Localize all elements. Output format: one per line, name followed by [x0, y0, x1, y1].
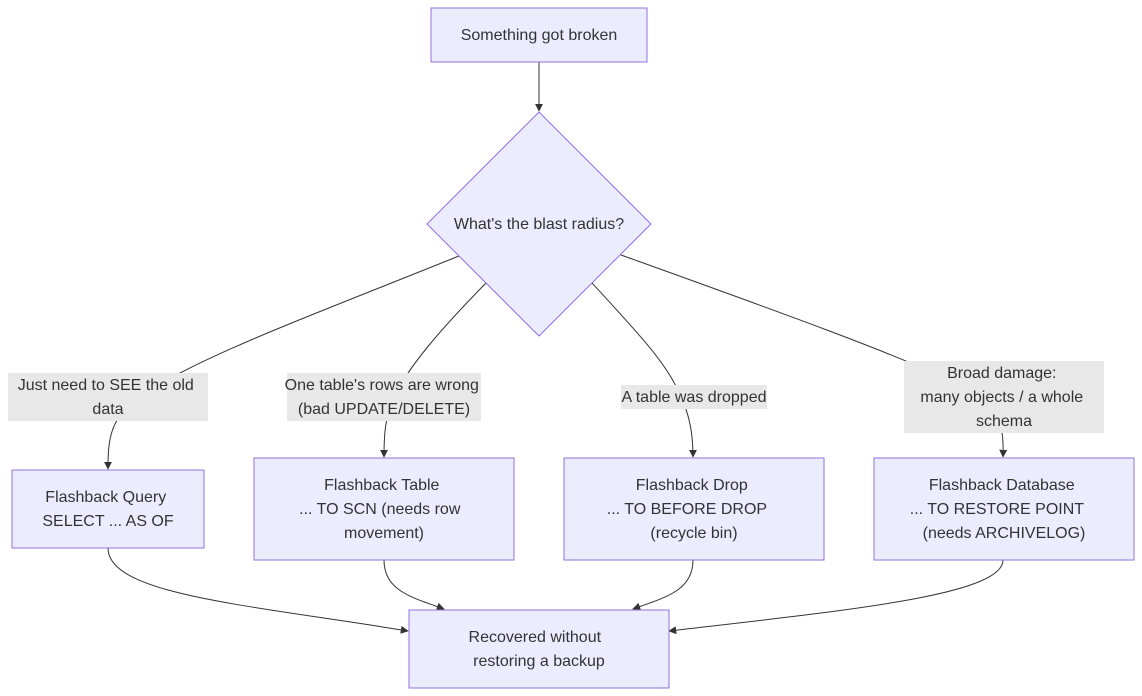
node-start-line-1: Something got broken [461, 27, 618, 44]
svg-text:One table's rows are wrong: One table's rows are wrong (bad UPDATE/D… [285, 377, 484, 418]
node-flashback-database-line-2: ... TO RESTORE POINT [910, 501, 1084, 518]
node-flashback-table: Flashback Table ... TO SCN (needs row mo… [253, 457, 515, 561]
node-flashback-database-box [873, 457, 1135, 561]
node-flashback-database-line-3: (needs ARCHIVELOG) [923, 525, 1086, 542]
edge-label-database-line-1: Broad damage: [947, 365, 1056, 382]
edge-label-database: Broad damage: many objects / a whole sch… [904, 361, 1104, 433]
edge-label-query-line-2: data [92, 401, 123, 418]
svg-text:A table was dropped: A table was dropped [622, 389, 767, 406]
node-flashback-table-line-1: Flashback Table [324, 477, 439, 494]
svg-text:Flashback Drop ... TO BE: Flashback Drop ... TO BEFORE DROP (recyc… [607, 477, 772, 542]
node-decision: What's the blast radius? [426, 111, 652, 337]
node-start-box [430, 7, 648, 63]
node-recovered: Recovered without restoring a backup [408, 609, 670, 689]
edge-decision-to-drop [591, 282, 697, 458]
edge-label-table: One table's rows are wrong (bad UPDATE/D… [285, 373, 484, 421]
edge-label-drop-line-1: A table was dropped [622, 389, 767, 406]
edge-label-table-bg [287, 373, 481, 421]
node-decision-diamond [426, 111, 652, 337]
svg-text:Flashback Query SELECT .: Flashback Query SELECT ... AS OF [42, 489, 174, 530]
node-recovered-line-2: restoring a backup [473, 653, 605, 670]
edge-label-database-line-3: schema [976, 413, 1032, 430]
node-flashback-table-box [253, 457, 515, 561]
svg-text:Recovered without restor: Recovered without restoring a backup [469, 629, 606, 670]
node-start: Something got broken [430, 7, 648, 63]
edge-decision-to-table [380, 282, 487, 458]
node-recovered-box [408, 609, 670, 689]
node-flashback-drop-box [563, 457, 825, 561]
edge-label-drop: A table was dropped [621, 385, 767, 409]
node-flashback-table-line-2: ... TO SCN (needs row [299, 501, 461, 518]
svg-text:What's the blast radius?: What's the blast radius? [454, 216, 624, 233]
node-flashback-drop: Flashback Drop ... TO BEFORE DROP (recyc… [563, 457, 825, 561]
edge-label-database-line-2: many objects / a whole [920, 389, 1083, 406]
edge-label-database-bg [904, 361, 1104, 433]
edge-label-query-bg [8, 373, 208, 421]
node-flashback-query-line-1: Flashback Query [45, 489, 166, 506]
edge-database-to-end [668, 559, 1004, 635]
node-flashback-drop-line-2: ... TO BEFORE DROP [607, 501, 767, 518]
edge-table-to-end [383, 559, 445, 611]
node-recovered-line-1: Recovered without [469, 629, 602, 646]
edge-label-query: Just need to SEE the old data [8, 373, 208, 421]
node-flashback-query-box [11, 469, 205, 549]
edge-query-to-end [107, 547, 409, 634]
node-flashback-drop-line-1: Flashback Drop [636, 477, 748, 494]
svg-text:Something got broken: Something got broken [461, 27, 618, 44]
node-flashback-database-line-1: Flashback Database [929, 477, 1075, 494]
node-flashback-table-line-3: movement) [344, 525, 424, 542]
node-flashback-query: Flashback Query SELECT ... AS OF [11, 469, 205, 549]
edge-label-table-line-1: One table's rows are wrong [285, 377, 479, 394]
node-flashback-database: Flashback Database ... TO RESTORE POINT … [873, 457, 1135, 561]
node-flashback-drop-line-3: (recycle bin) [650, 525, 737, 542]
edge-drop-to-end [632, 559, 694, 611]
node-flashback-query-line-2: SELECT ... AS OF [42, 513, 174, 530]
svg-text:Flashback Table ... TO S: Flashback Table ... TO SCN (needs row mo… [299, 477, 465, 542]
edge-decision-to-query [104, 255, 460, 470]
svg-text:Broad damage: many objec: Broad damage: many objects / a whole sch… [920, 365, 1087, 430]
edge-label-table-line-2: (bad UPDATE/DELETE) [298, 401, 470, 418]
edge-label-query-line-1: Just need to SEE the old [18, 377, 194, 394]
svg-text:Just need to SEE the old: Just need to SEE the old data [18, 377, 199, 418]
node-decision-line-1: What's the blast radius? [454, 216, 624, 233]
svg-text:Flashback Database ... T: Flashback Database ... TO RESTORE POINT … [910, 477, 1088, 542]
edge-label-drop-bg [621, 385, 767, 409]
